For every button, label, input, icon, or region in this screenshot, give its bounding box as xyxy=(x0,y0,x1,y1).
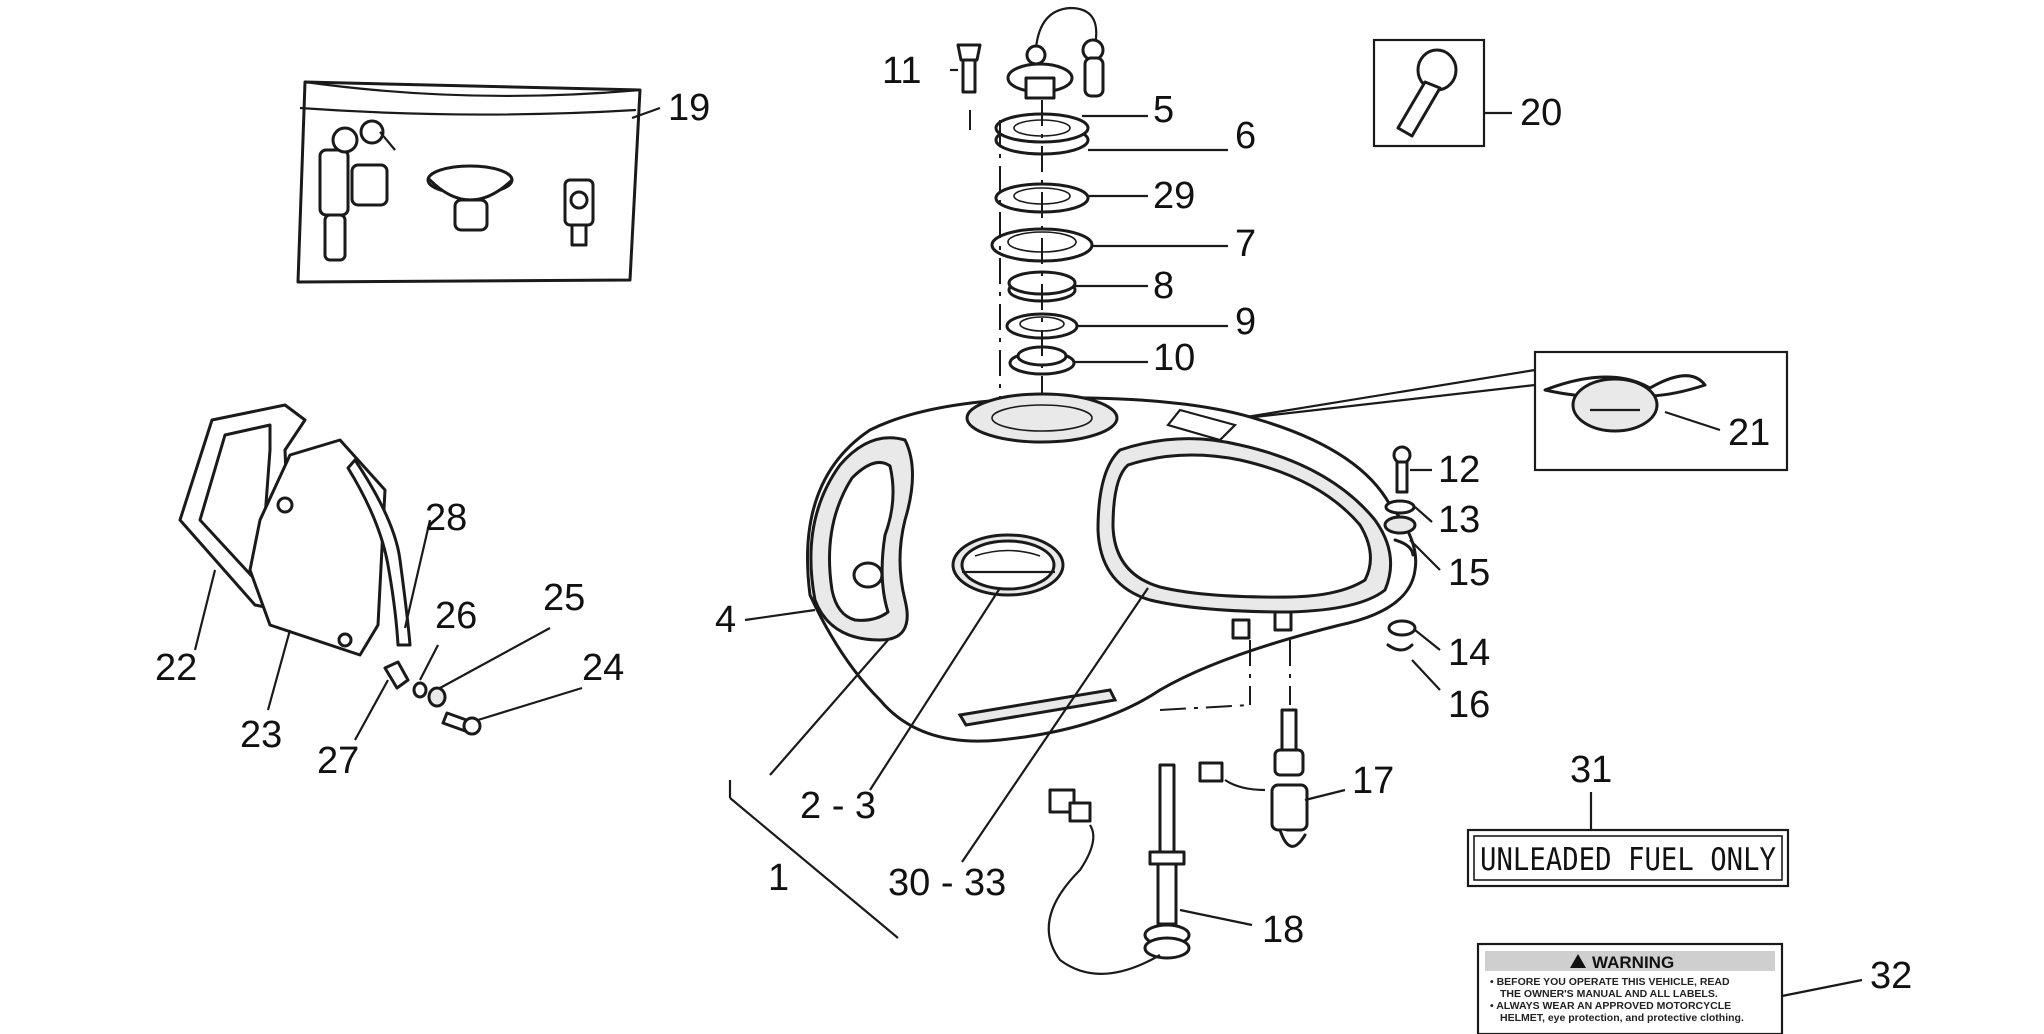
callout-9: 9 xyxy=(1235,301,1256,343)
fuel-tank-body xyxy=(806,392,1418,743)
callout-18: 18 xyxy=(1262,909,1304,951)
callout-7: 7 xyxy=(1235,223,1256,265)
warning-line-4: HELMET, eye protection, and protective c… xyxy=(1500,1012,1744,1024)
callout-28: 28 xyxy=(425,497,467,539)
callout-6: 6 xyxy=(1235,115,1256,157)
side-cover-assembly xyxy=(178,403,482,736)
callout-27: 27 xyxy=(317,740,359,782)
callout-2-3: 2 - 3 xyxy=(800,785,876,827)
callout-11: 11 xyxy=(882,50,921,92)
callout-24: 24 xyxy=(582,647,624,689)
callout-19: 19 xyxy=(668,87,710,129)
callout-14: 14 xyxy=(1448,632,1490,674)
callout-5: 5 xyxy=(1153,89,1174,131)
warning-triangle-icon xyxy=(1570,954,1586,968)
callout-1: 1 xyxy=(768,857,789,899)
part-18-fuel-level-sensor xyxy=(1047,763,1191,975)
callout-26: 26 xyxy=(435,595,477,637)
part-17-fuel-tap xyxy=(1159,640,1309,848)
callout-15: 15 xyxy=(1448,552,1490,594)
callout-22: 22 xyxy=(155,647,197,689)
rear-mount-hardware xyxy=(1383,445,1417,652)
decal-31-frame xyxy=(1466,828,1790,888)
callout-30-33: 30 - 33 xyxy=(888,862,1006,904)
callout-16: 16 xyxy=(1448,684,1490,726)
warning-line-3: • ALWAYS WEAR AN APPROVED MOTORCYCLE xyxy=(1490,1000,1731,1012)
eagle-emblem-icon xyxy=(1543,374,1707,433)
callout-13: 13 xyxy=(1438,499,1480,541)
callout-10: 10 xyxy=(1153,337,1195,379)
callout-21: 21 xyxy=(1728,412,1770,454)
callout-25: 25 xyxy=(543,577,585,619)
warning-label-32: WARNING • BEFORE YOU OPERATE THIS VEHICL… xyxy=(1476,942,1784,1034)
warning-line-1: • BEFORE YOU OPERATE THIS VEHICLE, READ xyxy=(1490,976,1730,988)
callout-29: 29 xyxy=(1153,175,1195,217)
decal-31-unleaded-fuel-text: UNLEADED FUEL ONLY xyxy=(1480,842,1776,878)
warning-title: WARNING xyxy=(1592,953,1674,972)
callout-20: 20 xyxy=(1520,92,1562,134)
callout-23: 23 xyxy=(240,714,282,756)
callout-31: 31 xyxy=(1570,749,1612,791)
callout-4: 4 xyxy=(715,599,736,641)
callout-12: 12 xyxy=(1438,449,1480,491)
callout-32: 32 xyxy=(1870,955,1912,997)
part-19-repair-kit xyxy=(296,80,642,284)
callout-8: 8 xyxy=(1153,265,1174,307)
warning-line-2: THE OWNER'S MANUAL AND ALL LABELS. xyxy=(1500,988,1718,1000)
callout-17: 17 xyxy=(1352,760,1394,802)
key-icon xyxy=(1396,48,1458,138)
filler-cap-assembly xyxy=(956,6,1105,420)
